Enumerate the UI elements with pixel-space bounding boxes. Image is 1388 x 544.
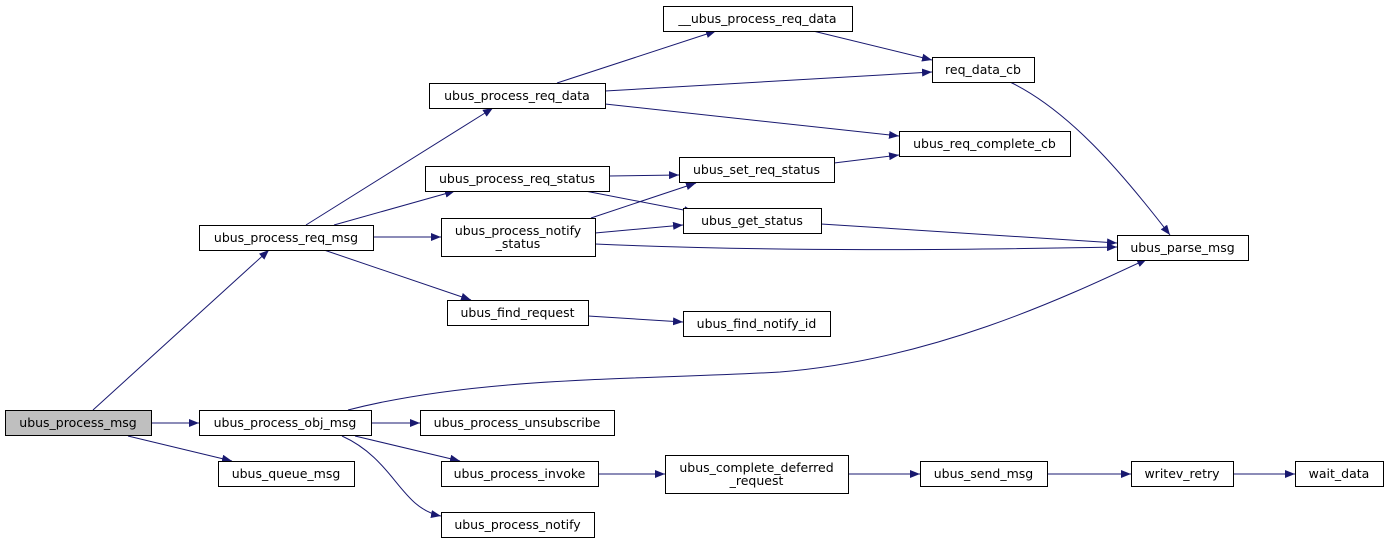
node-box[interactable] bbox=[199, 410, 372, 436]
edge-ubus_process_notify_status-to-ubus_set_req_status bbox=[590, 182, 697, 219]
node-box[interactable] bbox=[420, 410, 615, 436]
node-label: writev_retry bbox=[1144, 466, 1220, 481]
node-ubus_process_notify[interactable]: ubus_process_notify bbox=[441, 512, 595, 538]
node-label: ubus_complete_deferred bbox=[679, 460, 833, 475]
edges-layer bbox=[92, 30, 1295, 518]
node-label: wait_data bbox=[1309, 466, 1370, 481]
node-ubus_process_invoke[interactable]: ubus_process_invoke bbox=[441, 461, 599, 487]
node-box[interactable] bbox=[899, 131, 1071, 157]
node-box[interactable] bbox=[683, 311, 831, 337]
edge-ubus_process_req_data-to-__ubus_process_req_data bbox=[556, 30, 717, 84]
node-label: ubus_process_notify bbox=[454, 517, 581, 532]
edge-ubus_process_notify_status-to-ubus_parse_msg bbox=[594, 243, 1118, 252]
node-box[interactable] bbox=[5, 410, 152, 436]
nodes-layer: ubus_process_msgubus_process_req_msgubus… bbox=[5, 6, 1384, 538]
node-box[interactable] bbox=[441, 461, 599, 487]
node-wait_data[interactable]: wait_data bbox=[1295, 461, 1384, 487]
edge-ubus_process_req_status-to-ubus_set_req_status bbox=[608, 171, 680, 180]
node-box[interactable] bbox=[199, 225, 374, 251]
node-label: ubus_process_req_msg bbox=[214, 230, 358, 245]
node-ubus_get_status[interactable]: ubus_get_status bbox=[683, 208, 822, 234]
node-label: ubus_process_req_status bbox=[439, 171, 595, 186]
edge-ubus_process_obj_msg-to-ubus_parse_msg bbox=[347, 258, 1148, 411]
node-box[interactable] bbox=[920, 461, 1048, 487]
node-box[interactable] bbox=[425, 166, 610, 192]
node-label: ubus_process_obj_msg bbox=[214, 415, 357, 430]
node-box[interactable] bbox=[679, 157, 835, 183]
node-ubus_queue_msg[interactable]: ubus_queue_msg bbox=[218, 461, 355, 487]
edge-__ubus_process_req_data-to-req_data_cb bbox=[812, 30, 933, 62]
node-ubus_parse_msg[interactable]: ubus_parse_msg bbox=[1117, 235, 1249, 261]
edge-ubus_process_req_data-to-req_data_cb bbox=[604, 68, 933, 92]
node-box[interactable] bbox=[441, 218, 596, 257]
node-label: ubus_process_notify bbox=[455, 223, 582, 238]
node-label: ubus_send_msg bbox=[934, 466, 1033, 481]
node-label: req_data_cb bbox=[945, 62, 1021, 77]
node-box[interactable] bbox=[663, 6, 853, 32]
edge-ubus_process_obj_msg-to-ubus_process_notify bbox=[341, 435, 442, 518]
edge-ubus_find_request-to-ubus_find_notify_id bbox=[587, 315, 684, 326]
node-ubus_process_unsubscribe[interactable]: ubus_process_unsubscribe bbox=[420, 410, 615, 436]
edge-ubus_process_obj_msg-to-ubus_process_invoke bbox=[354, 435, 461, 463]
edge-ubus_set_req_status-to-ubus_req_complete_cb bbox=[833, 152, 900, 164]
node-label: ubus_get_status bbox=[701, 213, 803, 228]
node-label: ubus_process_req_data bbox=[444, 88, 590, 103]
node-label: _status bbox=[495, 236, 541, 251]
node-ubus_process_obj_msg[interactable]: ubus_process_obj_msg bbox=[199, 410, 372, 436]
node-writev_retry[interactable]: writev_retry bbox=[1131, 461, 1234, 487]
node-ubus_find_notify_id[interactable]: ubus_find_notify_id bbox=[683, 311, 831, 337]
node-ubus_process_req_msg[interactable]: ubus_process_req_msg bbox=[199, 225, 374, 251]
node-label: ubus_find_request bbox=[460, 305, 574, 320]
node-box[interactable] bbox=[429, 83, 606, 109]
edge-ubus_process_msg-to-ubus_process_req_msg bbox=[92, 249, 270, 411]
node-label: ubus_find_notify_id bbox=[697, 316, 817, 331]
node-__ubus_process_req_data[interactable]: __ubus_process_req_data bbox=[663, 6, 853, 32]
edge-ubus_process_req_msg-to-ubus_process_req_data bbox=[305, 107, 494, 226]
node-ubus_process_req_status[interactable]: ubus_process_req_status bbox=[425, 166, 610, 192]
edge-ubus_process_msg-to-ubus_queue_msg bbox=[127, 435, 233, 463]
node-box[interactable] bbox=[441, 512, 595, 538]
node-label: _request bbox=[729, 473, 784, 488]
node-box[interactable] bbox=[1131, 461, 1234, 487]
node-req_data_cb[interactable]: req_data_cb bbox=[932, 57, 1035, 83]
node-label: ubus_queue_msg bbox=[232, 466, 341, 481]
node-ubus_process_req_data[interactable]: ubus_process_req_data bbox=[429, 83, 606, 109]
node-label: ubus_parse_msg bbox=[1130, 240, 1234, 255]
node-label: ubus_process_msg bbox=[19, 415, 136, 430]
edge-ubus_process_req_data-to-ubus_req_complete_cb bbox=[604, 103, 900, 139]
node-label: ubus_req_complete_cb bbox=[913, 136, 1056, 151]
node-label: __ubus_process_req_data bbox=[677, 11, 836, 26]
node-ubus_find_request[interactable]: ubus_find_request bbox=[447, 300, 589, 326]
node-ubus_complete_deferred_request[interactable]: ubus_complete_deferred_request bbox=[665, 455, 849, 494]
node-box[interactable] bbox=[218, 461, 355, 487]
node-ubus_req_complete_cb[interactable]: ubus_req_complete_cb bbox=[899, 131, 1071, 157]
node-box[interactable] bbox=[447, 300, 589, 326]
node-box[interactable] bbox=[932, 57, 1035, 83]
node-ubus_send_msg[interactable]: ubus_send_msg bbox=[920, 461, 1048, 487]
node-box[interactable] bbox=[1117, 235, 1249, 261]
node-ubus_set_req_status[interactable]: ubus_set_req_status bbox=[679, 157, 835, 183]
node-label: ubus_set_req_status bbox=[693, 162, 820, 177]
node-box[interactable] bbox=[683, 208, 822, 234]
edge-ubus_process_req_msg-to-ubus_find_request bbox=[323, 249, 472, 301]
edge-ubus_process_notify_status-to-ubus_get_status bbox=[594, 221, 684, 234]
node-ubus_process_notify_status[interactable]: ubus_process_notify_status bbox=[441, 218, 596, 257]
node-box[interactable] bbox=[665, 455, 849, 494]
node-ubus_process_msg[interactable]: ubus_process_msg bbox=[5, 410, 152, 436]
node-box[interactable] bbox=[1295, 461, 1384, 487]
node-label: ubus_process_unsubscribe bbox=[434, 415, 601, 430]
edge-req_data_cb-to-ubus_parse_msg bbox=[1009, 81, 1171, 236]
node-label: ubus_process_invoke bbox=[454, 466, 586, 481]
edge-ubus_process_req_msg-to-ubus_process_req_status bbox=[333, 189, 456, 226]
edge-ubus_get_status-to-ubus_parse_msg bbox=[820, 223, 1118, 247]
